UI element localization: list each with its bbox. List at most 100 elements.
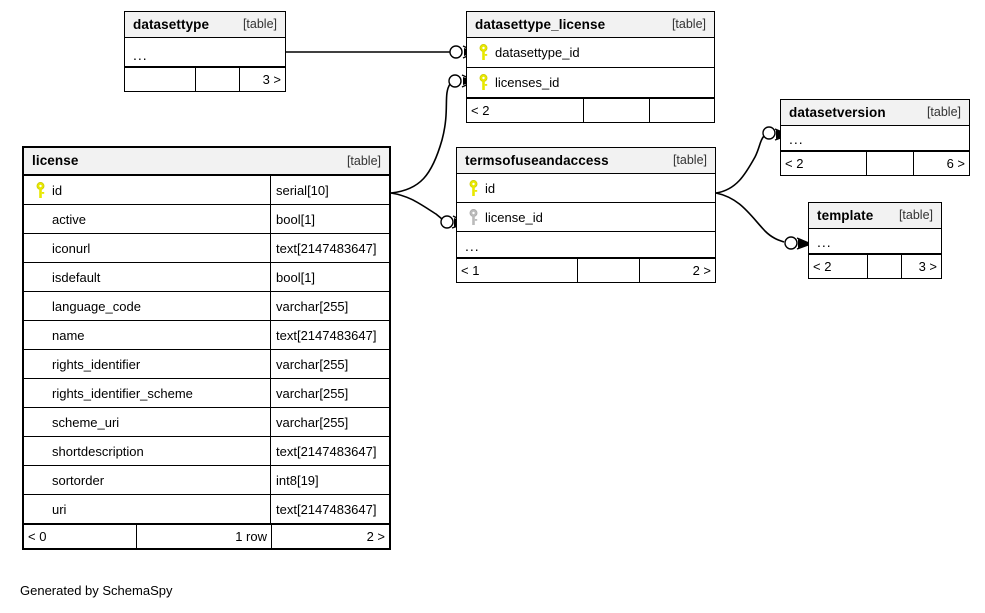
- column-name-cell: ...: [125, 38, 285, 66]
- column-name-cell: name: [24, 321, 270, 349]
- column-name-cell: rights_identifier_scheme: [24, 379, 270, 407]
- table-type-tag: [table]: [672, 153, 707, 168]
- table-row: language_code varchar[255]: [24, 292, 389, 321]
- footer-rows-count: [866, 152, 913, 175]
- table-row: shortdescription text[2147483647]: [24, 437, 389, 466]
- table-row: license_id: [457, 203, 715, 232]
- table-row: rights_identifier_scheme varchar[255]: [24, 379, 389, 408]
- table-node-license[interactable]: license [table] id serial[10] active: [22, 146, 391, 550]
- footer-parents-count: < 2: [471, 103, 490, 118]
- column-name-cell: isdefault: [24, 263, 270, 291]
- table-row: ...: [125, 38, 285, 67]
- column-type-cell: varchar[255]: [270, 350, 389, 378]
- footer-parents-count: < 1: [461, 263, 480, 278]
- table-row: name text[2147483647]: [24, 321, 389, 350]
- table-footer-datasettype-license: < 2: [467, 98, 714, 122]
- column-label: isdefault: [52, 269, 101, 285]
- footer-rows-count: 1 row: [136, 525, 271, 548]
- footer-children-count: [649, 99, 714, 122]
- footer-rows-count: [867, 255, 901, 278]
- column-type-cell: varchar[255]: [270, 292, 389, 320]
- generator-note: Generated by SchemaSpy: [20, 583, 173, 598]
- column-type-cell: bool[1]: [270, 263, 389, 291]
- footer-children-count: 2 >: [639, 259, 715, 282]
- footer-parents-count: < 0: [28, 529, 47, 544]
- table-row: sortorder int8[19]: [24, 466, 389, 495]
- table-footer-datasettype: 3 >: [125, 67, 285, 91]
- column-name-cell: sortorder: [24, 466, 270, 494]
- primary-key-icon: [473, 74, 493, 91]
- column-type-cell: bool[1]: [270, 205, 389, 233]
- table-row: iconurl text[2147483647]: [24, 234, 389, 263]
- table-header-template: template [table]: [809, 203, 941, 229]
- column-type-cell: int8[19]: [270, 466, 389, 494]
- edge-termsofuseandaccess-to-datasetversion: [715, 135, 765, 194]
- column-label: rights_identifier: [52, 356, 141, 372]
- column-name-cell: iconurl: [24, 234, 270, 262]
- table-type-tag: [table]: [898, 208, 933, 223]
- edge-termsofuseandaccess-to-template: [715, 192, 785, 243]
- table-title: datasetversion: [789, 104, 886, 120]
- footer-children-count: 6 >: [913, 152, 969, 175]
- table-node-termsofuseandaccess[interactable]: termsofuseandaccess [table] id: [456, 147, 716, 283]
- table-node-datasetversion[interactable]: datasetversion [table] ... < 2 6 >: [780, 99, 970, 176]
- primary-key-icon: [30, 181, 50, 199]
- column-name-cell: ...: [809, 229, 941, 253]
- column-label: ...: [133, 47, 148, 63]
- footer-rows-count: [195, 68, 239, 91]
- column-label: licenses_id: [495, 75, 560, 90]
- table-header-datasettype-license: datasettype_license [table]: [467, 12, 714, 38]
- table-title: termsofuseandaccess: [465, 152, 609, 168]
- table-row: scheme_uri varchar[255]: [24, 408, 389, 437]
- column-name-cell: rights_identifier: [24, 350, 270, 378]
- table-type-tag: [table]: [242, 17, 277, 32]
- column-label: sortorder: [52, 472, 105, 488]
- table-row: id serial[10]: [24, 176, 389, 205]
- table-node-datasettype[interactable]: datasettype [table] ... 3 >: [124, 11, 286, 92]
- column-type-cell: text[2147483647]: [270, 321, 389, 349]
- column-label: ...: [817, 234, 832, 250]
- footer-parents-count: [125, 68, 195, 91]
- edge-license-to-datasettype_license: [390, 83, 451, 194]
- column-name-cell: shortdescription: [24, 437, 270, 465]
- table-node-datasettype-license[interactable]: datasettype_license [table] datasettype_…: [466, 11, 715, 123]
- column-type-cell: serial[10]: [270, 176, 389, 204]
- column-name-cell: scheme_uri: [24, 408, 270, 436]
- footer-children-count: 3 >: [239, 68, 285, 91]
- table-header-license: license [table]: [24, 148, 389, 176]
- column-label: name: [52, 327, 85, 343]
- table-row: ...: [781, 126, 969, 151]
- table-row: uri text[2147483647]: [24, 495, 389, 524]
- table-row: ...: [457, 232, 715, 258]
- column-name-cell: id: [24, 176, 270, 204]
- table-title: license: [32, 153, 79, 169]
- foreign-key-icon: [463, 208, 483, 226]
- column-type-cell: text[2147483647]: [270, 495, 389, 523]
- table-row: ...: [809, 229, 941, 254]
- column-label: shortdescription: [52, 443, 144, 459]
- table-footer-datasetversion: < 2 6 >: [781, 151, 969, 175]
- footer-rows-count: [583, 99, 649, 122]
- primary-key-icon: [463, 179, 483, 197]
- column-label: iconurl: [52, 240, 91, 256]
- column-label: rights_identifier_scheme: [52, 385, 193, 401]
- column-name-cell: active: [24, 205, 270, 233]
- table-node-template[interactable]: template [table] ... < 2 3 >: [808, 202, 942, 279]
- column-type-cell: text[2147483647]: [270, 234, 389, 262]
- column-label: ...: [789, 131, 804, 147]
- table-row: isdefault bool[1]: [24, 263, 389, 292]
- column-label: language_code: [52, 298, 141, 314]
- table-row: licenses_id: [467, 68, 714, 98]
- column-label: scheme_uri: [52, 414, 120, 430]
- footer-parents-count: < 2: [813, 259, 832, 274]
- column-name-cell: datasettype_id: [467, 38, 714, 67]
- table-type-tag: [table]: [926, 105, 961, 120]
- table-type-tag: [table]: [671, 17, 706, 32]
- table-title: datasettype_license: [475, 16, 606, 32]
- table-footer-termsofuseandaccess: < 1 2 >: [457, 258, 715, 282]
- column-name-cell: ...: [781, 126, 969, 150]
- column-type-cell: varchar[255]: [270, 408, 389, 436]
- primary-key-icon: [473, 44, 493, 61]
- table-title: datasettype: [133, 16, 210, 32]
